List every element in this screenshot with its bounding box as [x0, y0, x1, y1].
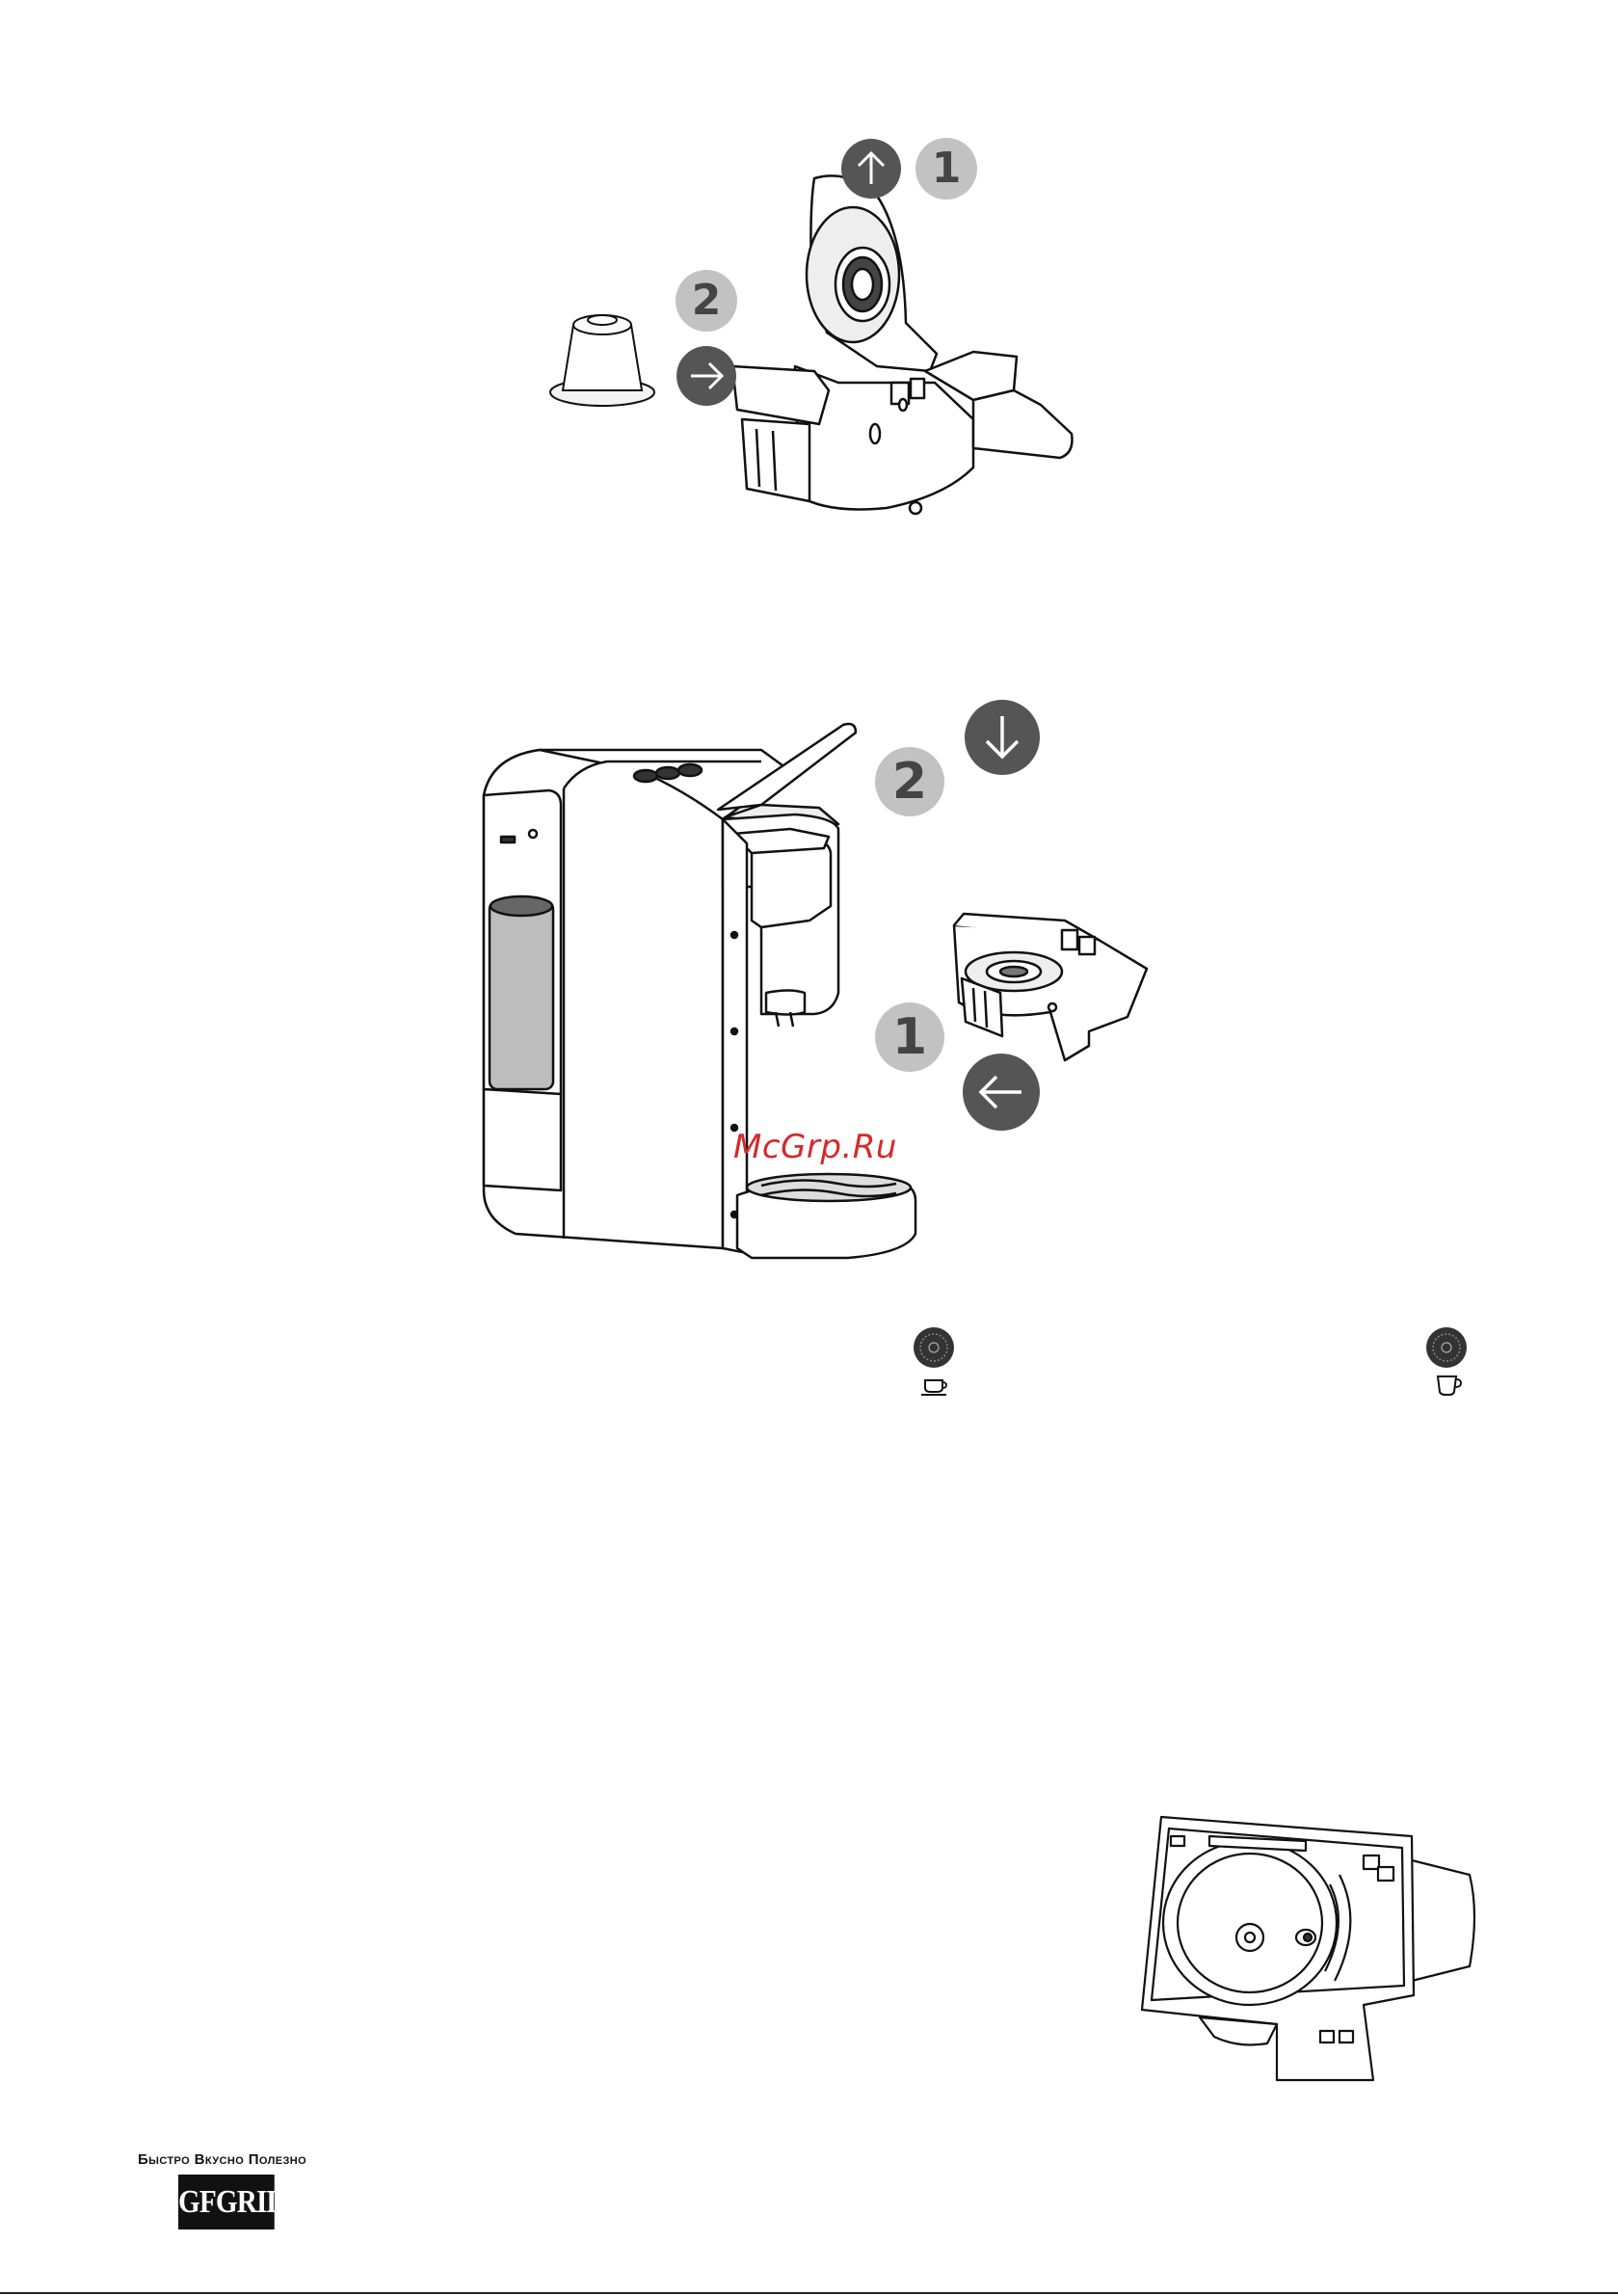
- arrow-up-icon: [840, 138, 902, 200]
- figure2-step2-arrow-marker: [964, 699, 1041, 776]
- lungo-button-symbol: [1422, 1326, 1471, 1400]
- brew-unit-detached-illustration: [954, 914, 1147, 1060]
- brand-tagline: Быстро Вкусно Полезно: [138, 2151, 350, 2168]
- footer-divider: [0, 2292, 1618, 2294]
- brew-unit-open-illustration: [732, 175, 1073, 514]
- arrow-left-icon: [962, 1053, 1041, 1132]
- figure-coffee-machine: [472, 713, 1166, 1263]
- arrow-down-icon: [964, 699, 1041, 776]
- figure1-step2-arrow-marker: [676, 345, 737, 407]
- figure2-step2-number: 2: [875, 747, 944, 816]
- figure1-step1-number: 1: [915, 138, 977, 200]
- capsule-illustration: [550, 315, 654, 406]
- figure1-step2-number: 2: [676, 270, 737, 332]
- brew-unit-top-illustration: [1142, 1817, 1474, 2080]
- coffee-machine-illustration: [484, 724, 915, 1258]
- lungo-cup-icon: [1422, 1326, 1471, 1400]
- step-number: 1: [932, 144, 962, 193]
- arrow-right-icon: [676, 345, 737, 407]
- step-number: 2: [892, 753, 927, 811]
- figure-brew-unit-top-view: [1132, 1807, 1489, 2096]
- espresso-cup-icon: [910, 1326, 958, 1400]
- espresso-button-symbol: [910, 1326, 958, 1400]
- figure1-step1-arrow-marker: [840, 138, 902, 200]
- figure2-step1-arrow-marker: [962, 1053, 1041, 1132]
- figure2-step1-number: 1: [875, 1002, 944, 1072]
- brand-logo: GFGRIL: [178, 2175, 275, 2229]
- watermark: McGrp.Ru: [719, 1128, 912, 1166]
- figure-open-lever: [520, 130, 1099, 535]
- step-number: 1: [892, 1008, 927, 1066]
- step-number: 2: [692, 276, 722, 325]
